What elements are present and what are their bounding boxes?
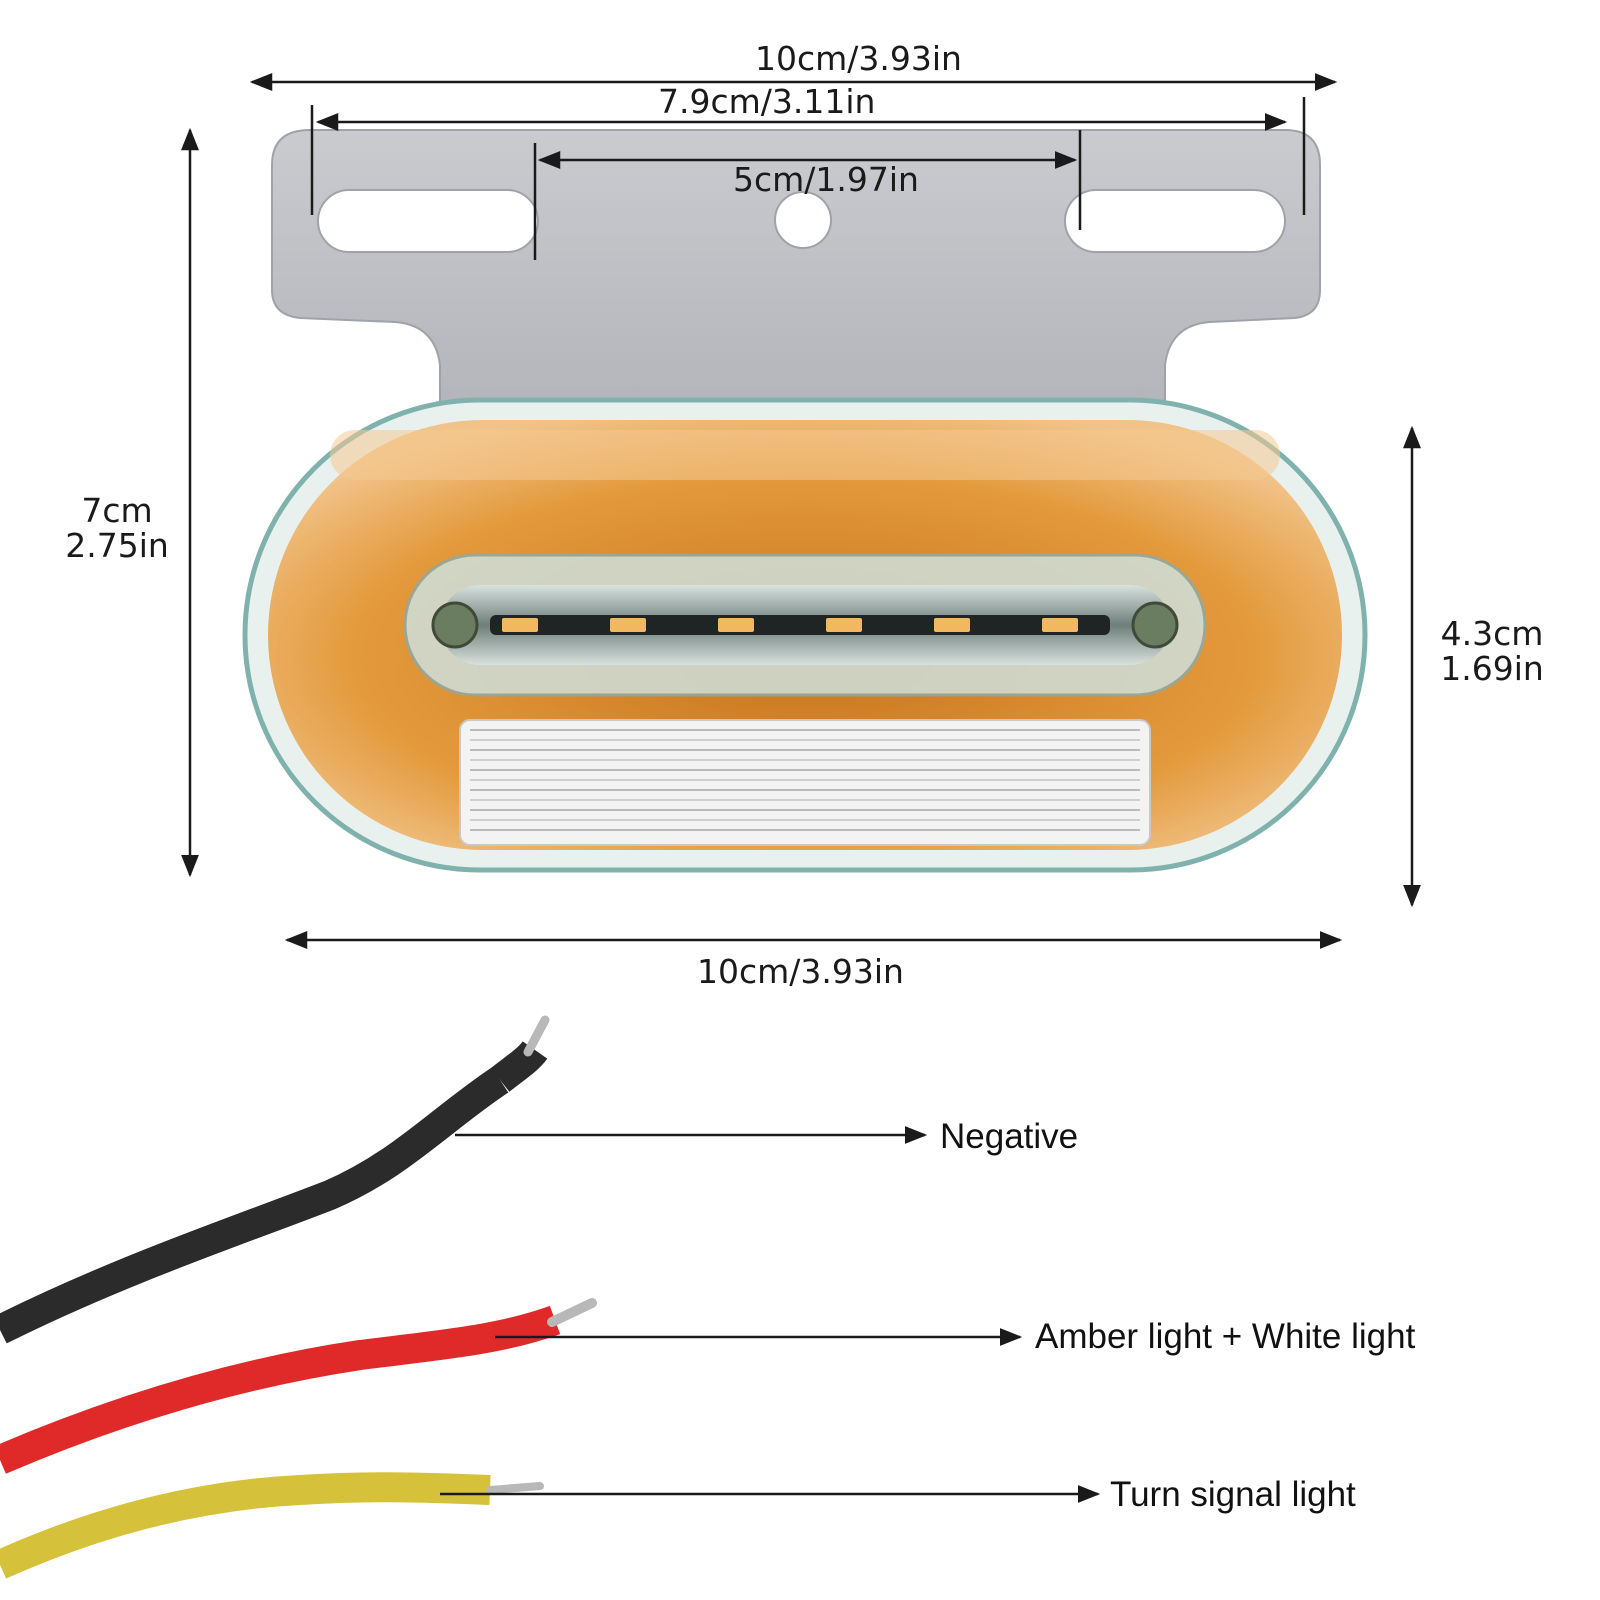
black-wire-icon bbox=[0, 1015, 550, 1344]
bottom-width-label: 10cm/3.93in bbox=[697, 952, 904, 991]
left-mounting-slot bbox=[317, 189, 539, 253]
negative-wire-label: Negative bbox=[940, 1117, 1079, 1156]
slot-outer-width-label: 7.9cm/3.11in bbox=[658, 82, 876, 121]
right-led-screw bbox=[1131, 601, 1179, 649]
overall-height-label: 7cm 2.75in bbox=[62, 491, 172, 565]
amber-led bbox=[502, 618, 538, 632]
amber-led bbox=[1042, 618, 1078, 632]
right-mounting-slot bbox=[1064, 189, 1286, 253]
top-overall-width-label: 10cm/3.93in bbox=[755, 39, 962, 78]
center-mounting-hole bbox=[774, 191, 832, 249]
white-light-panel bbox=[459, 719, 1151, 846]
amber-led bbox=[934, 618, 970, 632]
white-light-ribs bbox=[470, 729, 1140, 831]
amber-white-wire-label: Amber light + White light bbox=[1035, 1317, 1416, 1356]
yellow-wire-icon bbox=[0, 1472, 544, 1579]
lens-height-in: 1.69in bbox=[1440, 648, 1544, 688]
led-strip bbox=[490, 615, 1110, 635]
amber-led bbox=[826, 618, 862, 632]
amber-leds bbox=[502, 618, 1078, 632]
lens-height-cm: 4.3cm bbox=[1440, 614, 1544, 653]
lens-highlight bbox=[330, 430, 1280, 480]
left-led-screw bbox=[431, 601, 479, 649]
red-wire-icon bbox=[0, 1298, 597, 1474]
turn-signal-wire-label: Turn signal light bbox=[1110, 1475, 1356, 1514]
lens-height-label: 4.3cm 1.69in bbox=[1432, 614, 1552, 688]
amber-led bbox=[718, 618, 754, 632]
overall-height-cm: 7cm bbox=[81, 491, 153, 530]
overall-height-in: 2.75in bbox=[65, 525, 169, 565]
slot-inner-width-label: 5cm/1.97in bbox=[733, 160, 919, 199]
amber-led bbox=[610, 618, 646, 632]
